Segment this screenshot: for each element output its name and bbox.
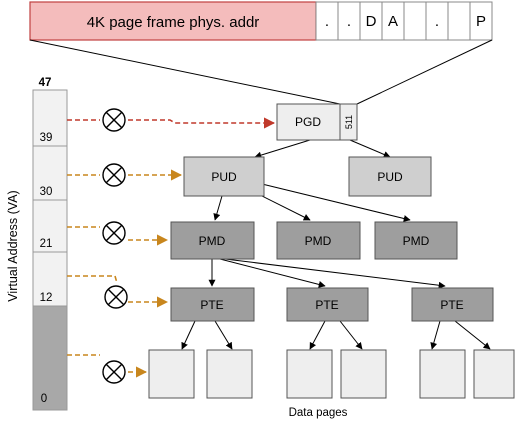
flag-dot: . xyxy=(347,13,351,30)
pte-entry-bar: 4K page frame phys. addr . . D A . P xyxy=(29,1,493,41)
address-field-label: 4K page frame phys. addr xyxy=(87,14,260,31)
flag-field-box xyxy=(447,1,471,41)
va-bit-label: 30 xyxy=(40,186,53,198)
data-page xyxy=(419,349,466,399)
data-pages-caption: Data pages xyxy=(289,407,348,419)
pmd-index-arrow xyxy=(67,226,167,240)
multiply-icon xyxy=(102,108,126,132)
flag-accessed: A xyxy=(388,13,398,30)
multiply-icon xyxy=(104,285,128,309)
pud-label: PUD xyxy=(377,170,403,184)
va-bit-label: 39 xyxy=(40,132,53,144)
flag-dot: . xyxy=(435,13,439,30)
data-pages xyxy=(148,349,515,399)
pte-label: PTE xyxy=(200,298,223,312)
pte-node: PTE xyxy=(170,287,255,322)
pte-index-arrow xyxy=(67,275,167,302)
va-bit-label: 0 xyxy=(41,393,47,405)
pmd-label: PMD xyxy=(403,234,430,248)
va-page-offset xyxy=(32,305,68,411)
pgd-node: PGD 511 xyxy=(276,103,358,141)
pgd-entry-index: 511 xyxy=(344,115,354,129)
pmd-label: PMD xyxy=(305,234,332,248)
va-bits-21-12 xyxy=(32,251,68,307)
pud-node: PUD xyxy=(348,156,432,197)
flag-field-box xyxy=(403,1,427,41)
va-bits-39-30 xyxy=(32,145,68,201)
data-page xyxy=(286,349,333,399)
data-page xyxy=(206,349,253,399)
pmd-node: PMD xyxy=(276,221,361,260)
zoom-line-left xyxy=(29,39,341,105)
data-page xyxy=(340,349,387,399)
pgd-label: PGD xyxy=(295,115,321,129)
data-page xyxy=(473,349,515,399)
pmd-node: PMD xyxy=(374,221,458,260)
multiply-icon xyxy=(102,221,126,245)
index-arrows xyxy=(67,108,274,384)
pgd-index-arrow xyxy=(67,120,274,123)
va-bits-47-39 xyxy=(32,89,68,147)
pte-label: PTE xyxy=(440,298,463,312)
tree-edges xyxy=(181,139,491,350)
va-axis-label: Virtual Address (VA) xyxy=(6,190,20,301)
va-bit-label: 12 xyxy=(40,292,53,304)
pud-node: PUD xyxy=(183,156,265,197)
multiply-icon xyxy=(102,163,126,187)
data-page xyxy=(148,349,195,399)
va-bit-label: 47 xyxy=(39,77,52,89)
pte-label: PTE xyxy=(315,298,338,312)
pgd-entry-511 xyxy=(339,103,358,141)
address-field-box xyxy=(29,1,317,41)
pte-node: PTE xyxy=(411,287,494,322)
pmd-node: PMD xyxy=(170,221,255,260)
flag-dirty: D xyxy=(366,13,377,30)
pud-label: PUD xyxy=(211,170,237,184)
multiply-icon xyxy=(102,360,126,384)
zoom-line-right xyxy=(356,39,493,105)
flag-present: P xyxy=(476,13,486,30)
pte-node: PTE xyxy=(286,287,369,322)
flag-field-box xyxy=(469,1,493,41)
va-bits-30-21 xyxy=(32,199,68,253)
va-bit-label: 21 xyxy=(40,238,53,250)
flag-dot: . xyxy=(325,13,329,30)
pmd-label: PMD xyxy=(199,234,226,248)
virtual-address-bar: 47 39 30 21 12 0 Virtual Address (VA) xyxy=(6,77,68,411)
offset-arrow xyxy=(67,354,146,372)
